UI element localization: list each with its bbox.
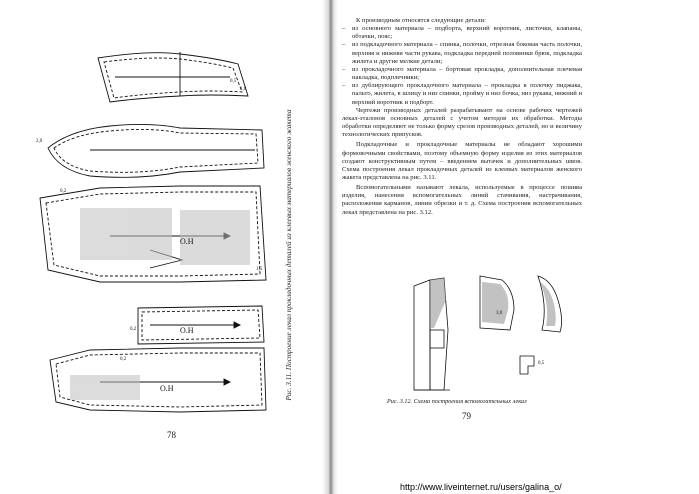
pattern-figure-3-12: 3,0 0,5 — [413, 275, 562, 391]
paragraph-1: Чертежи производных деталей разрабатываю… — [342, 106, 582, 139]
list-item: –из основного материала – подборта, верх… — [342, 25, 582, 41]
list-item: –из дублирующего прокладочного материала… — [342, 82, 582, 106]
figure-caption-3-12: Рис. 3.12. Схема построения вспомогатель… — [387, 398, 527, 405]
list-item: –из подкладочного материала – спинка, по… — [342, 41, 582, 65]
fig-label: 0,5 — [538, 361, 545, 366]
measure-label: 2,0 — [36, 139, 43, 144]
narrow-piece — [137, 305, 265, 345]
left-page: О.Н О.Н О.Н 0,5 1,0 2,0 0,2 0,2 0,2 1,5 … — [0, 0, 330, 494]
fig-label: 3,0 — [496, 311, 503, 316]
sleeve-piece — [47, 123, 265, 178]
grain-label-front: О.Н — [180, 237, 194, 246]
intro-line: К производным относятся следующие детали… — [356, 17, 486, 24]
paragraph-3: Вспомогательными называют лекала, исполь… — [342, 184, 582, 216]
measure-label: 0,2 — [130, 327, 137, 332]
measure-label: 0,2 — [60, 189, 67, 194]
grain-label-narrow: О.Н — [180, 326, 194, 335]
watermark-url: http://www.liveinternet.ru/users/galina_… — [400, 482, 562, 492]
right-page: К производным относятся следующие детали… — [330, 0, 699, 494]
list-item: –из прокладочного материала – бортовая п… — [342, 65, 582, 82]
body-text: К производным относятся следующие детали… — [342, 17, 582, 217]
page-number-left: 78 — [167, 430, 176, 440]
figure-caption-3-11: Рис. 3.11. Построение лекал прокладочных… — [285, 109, 293, 401]
measure-label: 1,0 — [240, 87, 247, 92]
grain-label-back: О.Н — [160, 384, 174, 393]
measure-label: 1,5 — [256, 267, 263, 272]
book-gutter — [322, 0, 338, 494]
pattern-figure-3-11: О.Н О.Н О.Н 0,5 1,0 2,0 0,2 0,2 0,2 1,5 — [36, 52, 267, 413]
measure-label: 0,5 — [230, 79, 237, 84]
back-piece — [49, 347, 267, 413]
paragraph-2: Подкладочные и прокладочные материалы не… — [342, 141, 582, 181]
collar-piece — [97, 52, 249, 103]
page-number-right: 79 — [462, 411, 471, 421]
measure-label: 0,2 — [120, 357, 127, 362]
